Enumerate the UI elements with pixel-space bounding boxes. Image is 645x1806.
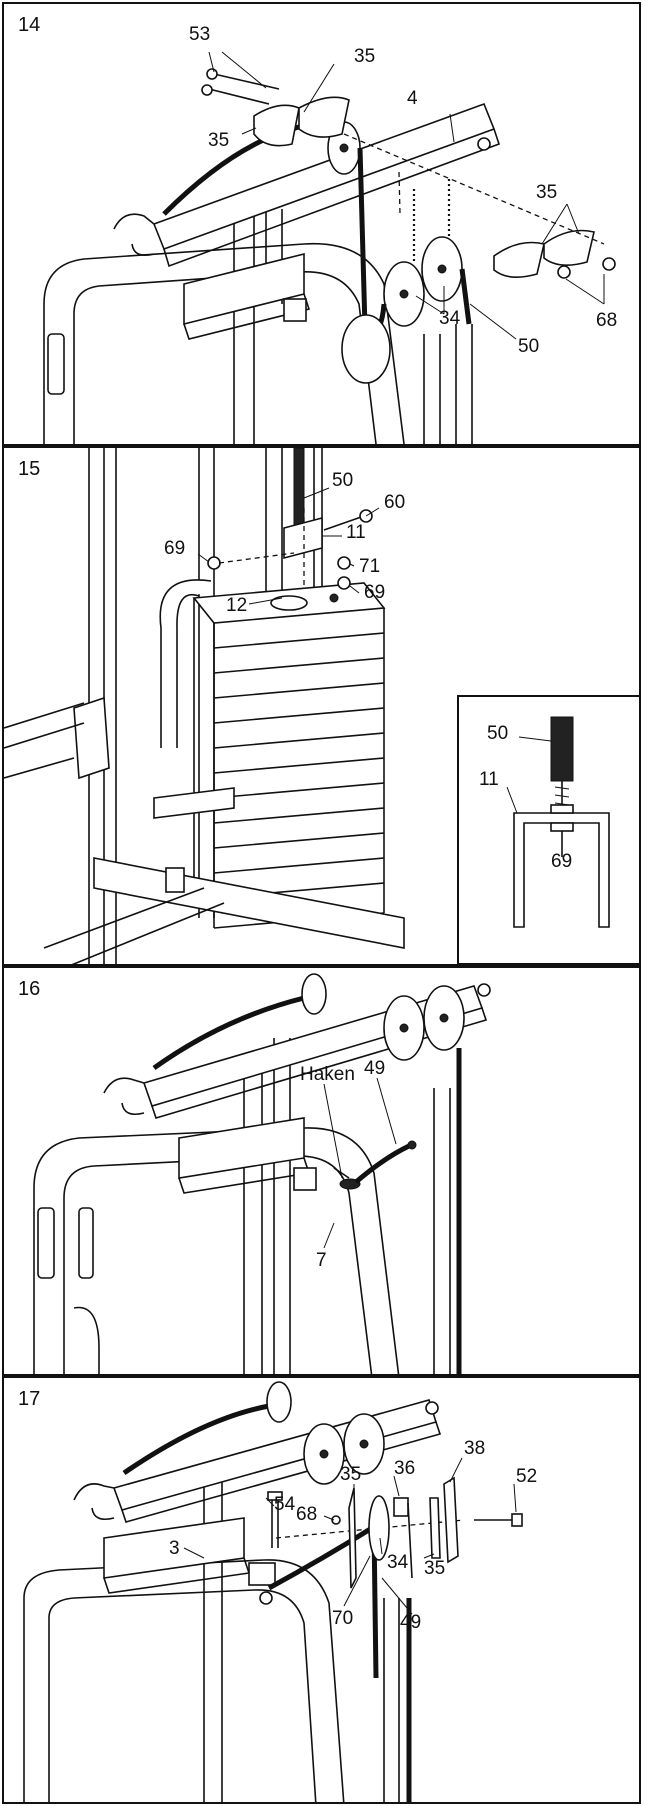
part-label-36: 36: [394, 1458, 415, 1479]
part-label-69-left: 69: [164, 538, 185, 559]
step-17-panel: 17: [2, 1376, 641, 1804]
part-label-4: 4: [407, 88, 418, 109]
part-label-54: 54: [274, 1494, 296, 1515]
part-label-49: 49: [400, 1612, 421, 1633]
step-14-number: 14: [18, 14, 41, 36]
step-16-panel: 16: [2, 966, 641, 1376]
step-17-drawing: 54 35 36 38 52 68 34 35 70 49 3: [23, 1381, 537, 1802]
part-label-50: 50: [518, 336, 539, 357]
part-label-52: 52: [516, 1466, 537, 1487]
part-label-38: 38: [464, 1438, 485, 1459]
step-15-detail-inset: 50 11 69: [457, 695, 639, 964]
step-15-panel: 15: [2, 446, 641, 966]
part-label-7: 7: [316, 1250, 327, 1271]
inset-label-69: 69: [551, 851, 572, 872]
part-label-34: 34: [387, 1552, 409, 1573]
part-label-35-upper: 35: [340, 1464, 361, 1485]
part-label-71: 71: [359, 556, 380, 577]
part-label-68: 68: [596, 310, 617, 331]
step-14-drawing: 53 35 35 4 35 34 50 68: [43, 24, 617, 444]
part-label-68: 68: [296, 1504, 317, 1525]
step-15-detail-drawing: 50 11 69: [479, 716, 610, 928]
step-15-drawing: 50 60 11 69 71 69 12: [4, 448, 405, 964]
part-label-49: 49: [364, 1058, 385, 1079]
inset-label-50: 50: [487, 723, 508, 744]
step-17-number: 17: [18, 1388, 41, 1410]
part-label-35-left: 35: [208, 130, 229, 151]
part-label-35-right: 35: [536, 182, 557, 203]
part-label-haken: Haken: [300, 1064, 355, 1085]
step-16-number: 16: [18, 978, 41, 1000]
part-label-60: 60: [384, 492, 405, 513]
part-label-35-upper: 35: [354, 46, 375, 67]
part-label-11: 11: [346, 522, 366, 543]
part-label-3: 3: [169, 1538, 180, 1559]
step-16-drawing: Haken 49 7: [33, 973, 491, 1374]
part-label-69-right: 69: [364, 582, 385, 603]
part-label-12: 12: [226, 595, 247, 616]
inset-label-11: 11: [479, 769, 499, 790]
part-label-35-lower: 35: [424, 1558, 445, 1579]
part-label-34: 34: [439, 308, 461, 329]
step-14-panel: 14: [2, 2, 641, 446]
part-label-50: 50: [332, 470, 353, 491]
part-label-53: 53: [189, 24, 210, 45]
step-15-number: 15: [18, 458, 41, 480]
part-label-70: 70: [332, 1608, 353, 1629]
